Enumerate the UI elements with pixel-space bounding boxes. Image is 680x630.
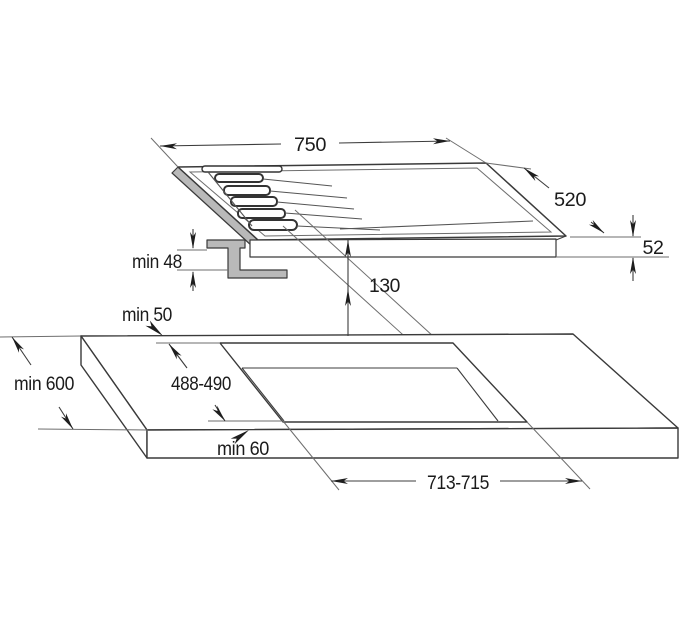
dim-label-min60: min 60 [217,439,269,460]
grill-bar [230,196,278,207]
dim-clamp-thickness: min 48 [132,229,228,291]
dim-label-min48: min 48 [132,252,182,273]
dim-label-520: 520 [554,190,586,211]
arrowhead [331,478,348,484]
dim-label-130: 130 [369,276,400,297]
grill-wire [276,201,355,210]
extension-line [282,420,340,491]
grill-wire [296,225,381,231]
grill-bar [214,173,264,183]
arrowhead [630,257,636,274]
dim-front-clearance: min 60 [217,430,269,460]
dim-worktop-depth: min 600 [11,336,149,431]
grill-wire [284,212,363,220]
dimension-line [159,143,282,147]
grill-bar [248,219,298,231]
arrowhead [524,168,540,182]
dim-label-713-715: 713-715 [427,473,489,494]
worktop-drawing [0,333,679,459]
grill-front-rail [339,220,534,230]
arrowhead [145,320,163,336]
hob-drawing [171,162,567,279]
dim-hob-width: 750 [150,135,487,168]
pan-support-grill [201,165,534,231]
arrowhead [190,232,196,249]
arrowhead [12,337,24,353]
arrowhead [190,271,196,288]
grill-bar [223,185,271,196]
arrowhead [160,143,178,150]
arrowhead [565,478,582,484]
extension-line [150,137,179,168]
dim-clearance-below: 130 [345,240,400,336]
cutout-inner-right-edge [456,367,499,422]
dim-rear-clearance: min 50 [122,305,172,336]
arrowhead [230,430,249,445]
dimension-line [338,140,451,144]
arrowhead [630,220,636,237]
dim-label-488-490: 488-490 [171,374,231,395]
dim-cutout-width: 713-715 [282,420,591,494]
extension-line [485,162,532,170]
dim-label-52: 52 [643,238,664,259]
arrowhead [345,289,351,306]
grill-left-frame [207,171,253,227]
arrowhead [169,344,182,360]
dim-label-min600: min 600 [14,374,74,395]
grill-wire [269,190,348,199]
arrowhead [61,413,73,429]
dim-hob-height: 52 [556,215,669,281]
mounting-bracket [206,239,288,279]
grill-back-rail [201,165,283,173]
worktop-back-edge-extension [0,335,82,338]
dim-label-min50: min 50 [122,305,172,326]
hob-body-side [249,238,557,258]
worktop-front-face [146,427,679,459]
arrowhead [345,240,351,257]
extension-line [445,137,487,164]
extension-line [526,421,591,490]
hob-body-right-cap [555,235,567,241]
arrowhead [212,405,225,421]
extension-line [37,428,149,431]
arrowhead [432,138,450,145]
dim-cutout-depth: 488-490 [156,342,284,422]
grill-wire [262,178,333,187]
arrowhead [588,219,604,233]
dim-label-750: 750 [294,135,326,156]
cutout-inner-left-edge [241,367,285,422]
dim-hob-depth: 520 [485,162,605,234]
